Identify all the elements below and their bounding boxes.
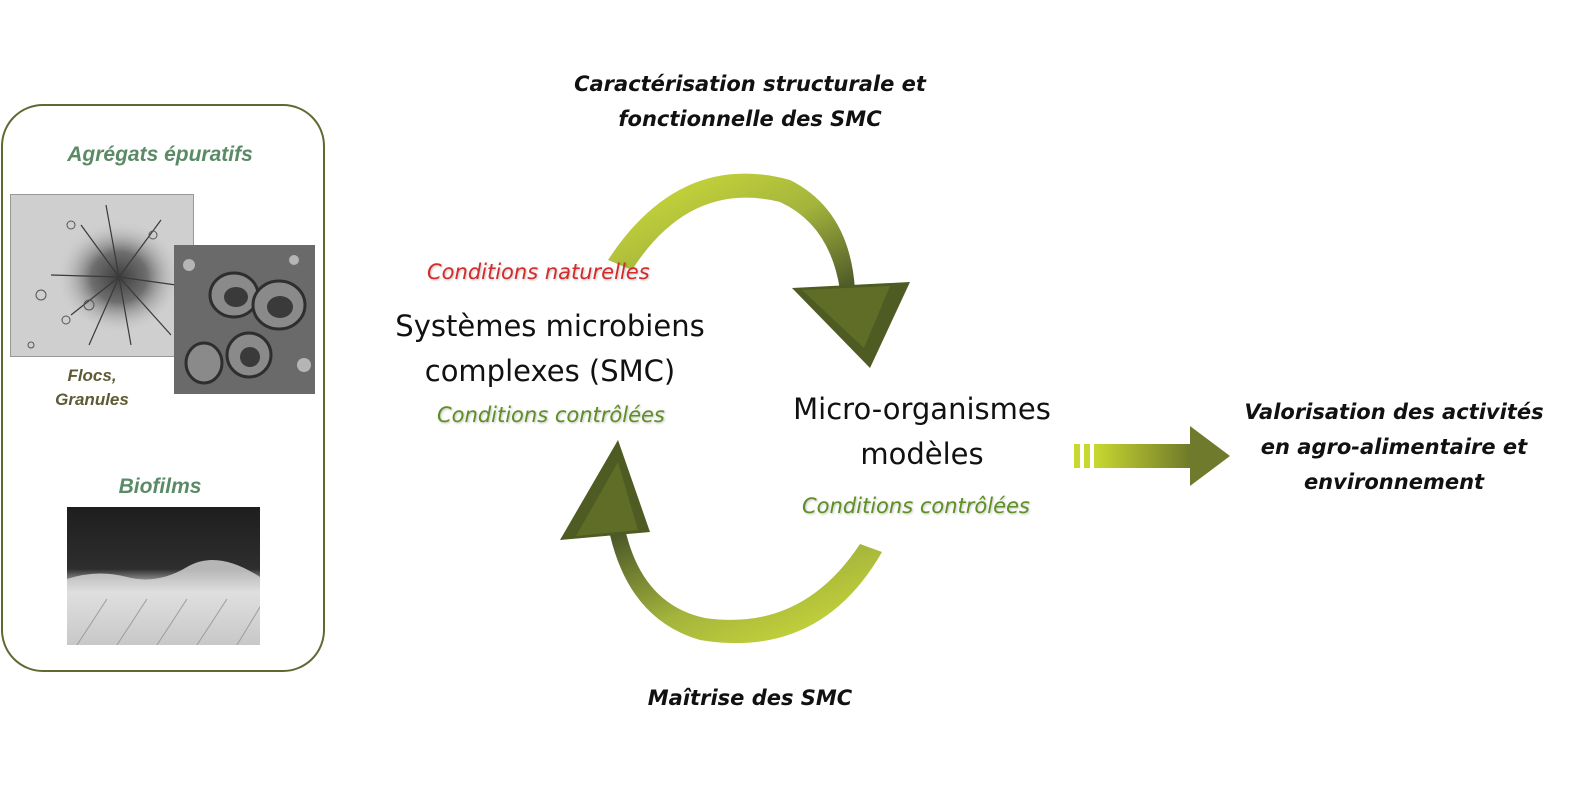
aggregates-title: Agrégats épuratifs: [67, 143, 253, 166]
model-organisms-line-2: modèles: [860, 437, 984, 471]
outcome-line-1: Valorisation des activités: [1244, 400, 1544, 424]
model-organisms-label: Micro-organismes modèles: [762, 387, 1082, 477]
complex-systems-label: Systèmes microbiens complexes (SMC): [370, 304, 730, 394]
complex-systems-line-2: complexes (SMC): [424, 354, 676, 388]
biofilms-title: Biofilms: [118, 475, 202, 498]
sample-types-panel: [1, 104, 325, 672]
granules-sem-image: [174, 245, 315, 394]
control-label: Maîtrise des SMC: [647, 686, 853, 710]
biofilm-image: [67, 507, 260, 645]
model-organisms-line-1: Micro-organismes: [793, 392, 1051, 426]
cycle-arrows: [560, 173, 910, 644]
natural-conditions-label: Conditions naturelles: [427, 260, 650, 284]
outcome-line-2: en agro-alimentaire et: [1260, 435, 1528, 459]
characterization-line-1: Caractérisation structurale et: [574, 72, 926, 96]
flocs-micrograph-image: [10, 194, 194, 357]
characterization-arrow: [608, 173, 910, 368]
characterization-label: Caractérisation structurale et fonctionn…: [510, 67, 990, 137]
outcome-line-3: environnement: [1303, 470, 1485, 494]
flocs-caption-line-2: Granules: [55, 390, 129, 409]
control-arrow: [560, 440, 882, 644]
flocs-caption-line-1: Flocs,: [67, 366, 117, 385]
characterization-line-2: fonctionnelle des SMC: [618, 107, 882, 131]
complex-systems-line-1: Systèmes microbiens: [395, 309, 705, 343]
outcome-arrow: [1074, 426, 1230, 486]
outcome-label: Valorisation des activités en agro-alime…: [1232, 395, 1556, 500]
flocs-caption: Flocs, Granules: [32, 364, 152, 412]
controlled-conditions-left-label: Conditions contrôlées: [437, 403, 665, 427]
controlled-conditions-right-label: Conditions contrôlées: [802, 494, 1030, 518]
